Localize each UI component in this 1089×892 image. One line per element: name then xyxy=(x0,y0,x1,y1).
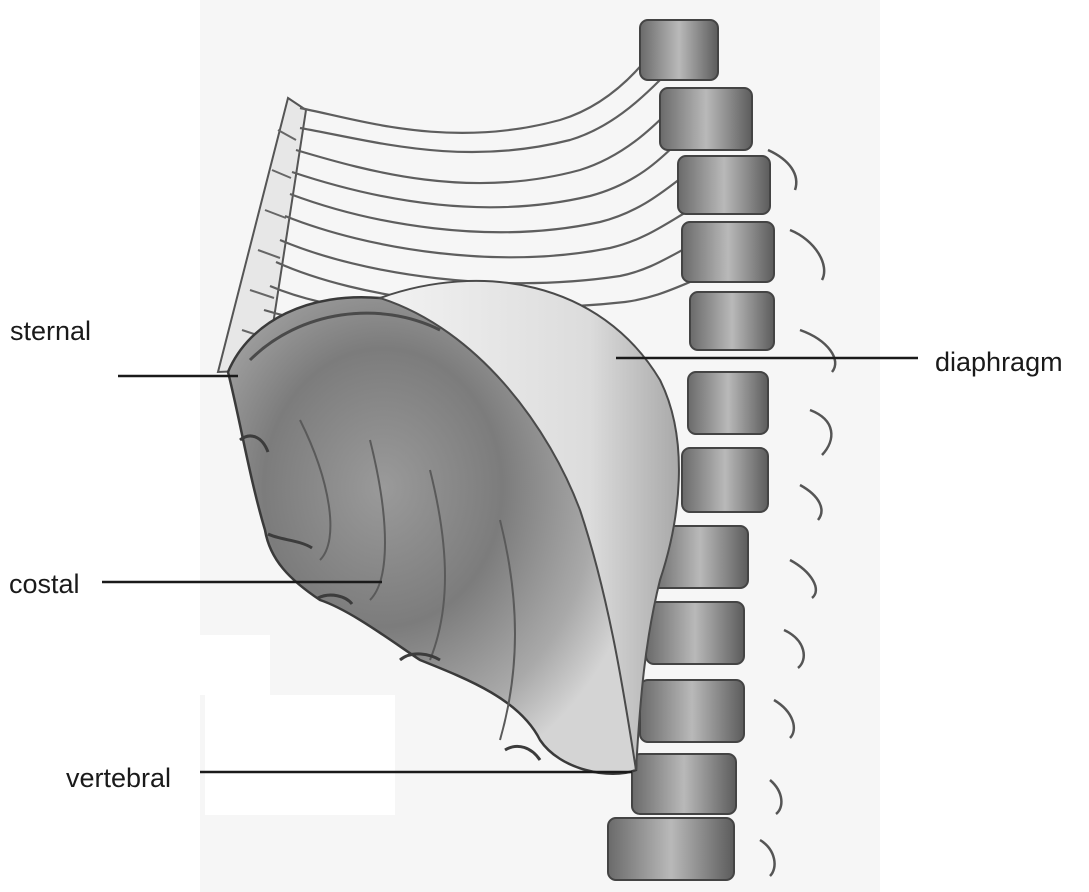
vertebral-label: vertebral xyxy=(66,765,171,792)
diaphragm-label: diaphragm xyxy=(935,349,1063,376)
costal-label: costal xyxy=(9,571,80,598)
sternal-label: sternal xyxy=(10,318,91,345)
